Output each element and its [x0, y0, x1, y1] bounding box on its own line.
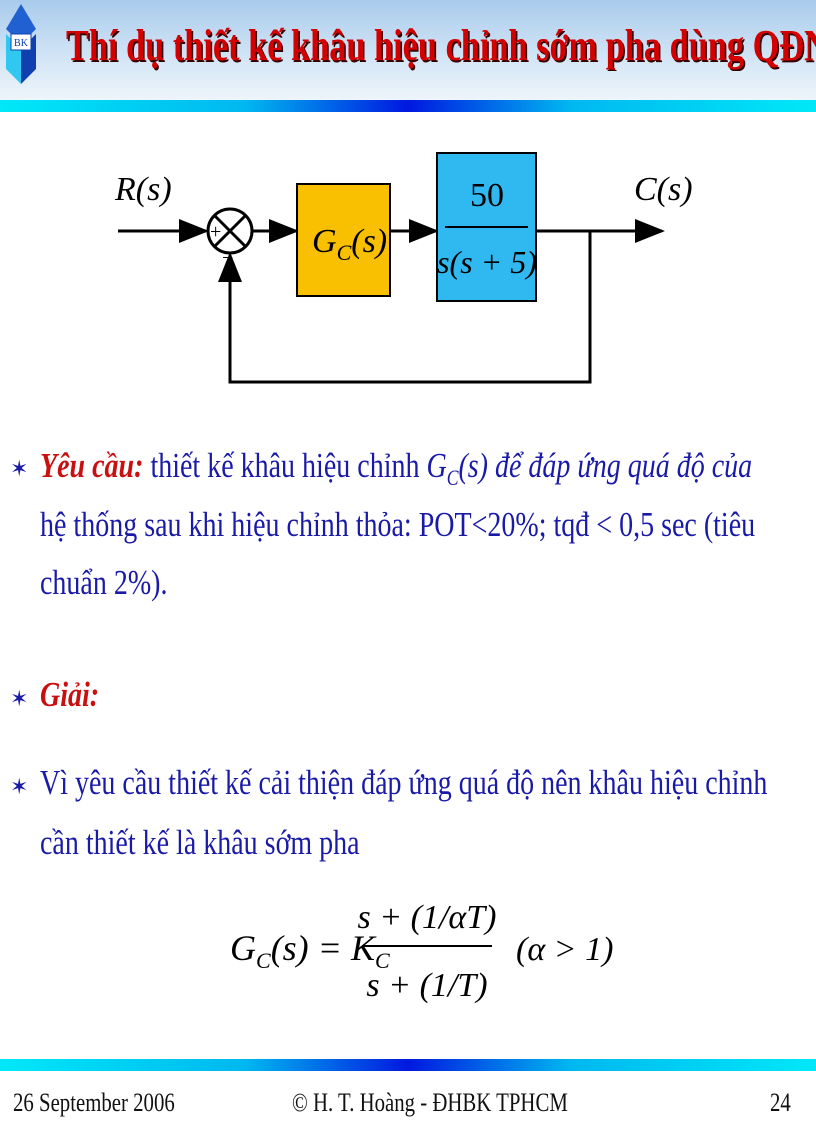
note-line-1: Vì yêu cầu thiết kế cải thiện đáp ứng qu… [40, 763, 768, 802]
footer-author: © H. T. Hoàng - ĐHBK TPHCM [292, 1088, 568, 1117]
note-line-2: cần thiết kế là khâu sớm pha [40, 823, 360, 862]
input-label: R(s) [114, 171, 172, 208]
university-logo: BK [6, 4, 36, 84]
requirement-line-2: hệ thống sau khi hiệu chỉnh thỏa: POT<20… [40, 505, 756, 544]
star-bullet-icon: ✶ [10, 774, 29, 799]
formula-numerator: s + (1/αT) [357, 899, 496, 936]
requirement-line-3: chuẩn 2%). [40, 563, 168, 602]
star-bullet-icon: ✶ [10, 456, 29, 481]
svg-text:BK: BK [14, 38, 29, 49]
requirement-line-1: Yêu cầu: thiết kế khâu hiệu chỉnh GC(s) … [40, 446, 753, 490]
formula-condition: (α > 1) [516, 931, 613, 968]
svg-text:−: − [222, 247, 233, 269]
footer-date: 26 September 2006 [13, 1088, 175, 1117]
controller-block [296, 183, 391, 297]
controller-label: GC(s) [312, 223, 387, 265]
plant-denominator: s(s + 5) [437, 244, 537, 280]
feedback-path [218, 231, 592, 384]
output-label: C(s) [634, 171, 693, 208]
page-number: 24 [770, 1088, 791, 1117]
lead-compensator-formula: GC(s) = KC s + (1/αT) s + (1/T) (α > 1) [230, 899, 613, 1004]
title-bar: BK Thí dụ thiết kế khâu hiệu chỉnh sớm p… [0, 0, 816, 100]
solution-label: Giải: [40, 675, 100, 714]
footer-band [0, 1059, 816, 1071]
svg-text:GC(s) = KC: GC(s) = KC [230, 928, 390, 973]
plant-numerator: 50 [470, 177, 504, 214]
formula-denominator: s + (1/T) [366, 967, 487, 1004]
slide-title: Thí dụ thiết kế khâu hiệu chỉnh sớm pha … [66, 21, 816, 70]
block-diagram: R(s) C(s) + − GC(s) 50 s(s + 5) [114, 152, 693, 384]
star-bullet-icon: ✶ [10, 686, 29, 711]
header-band [0, 100, 816, 112]
svg-text:+: + [210, 221, 221, 243]
